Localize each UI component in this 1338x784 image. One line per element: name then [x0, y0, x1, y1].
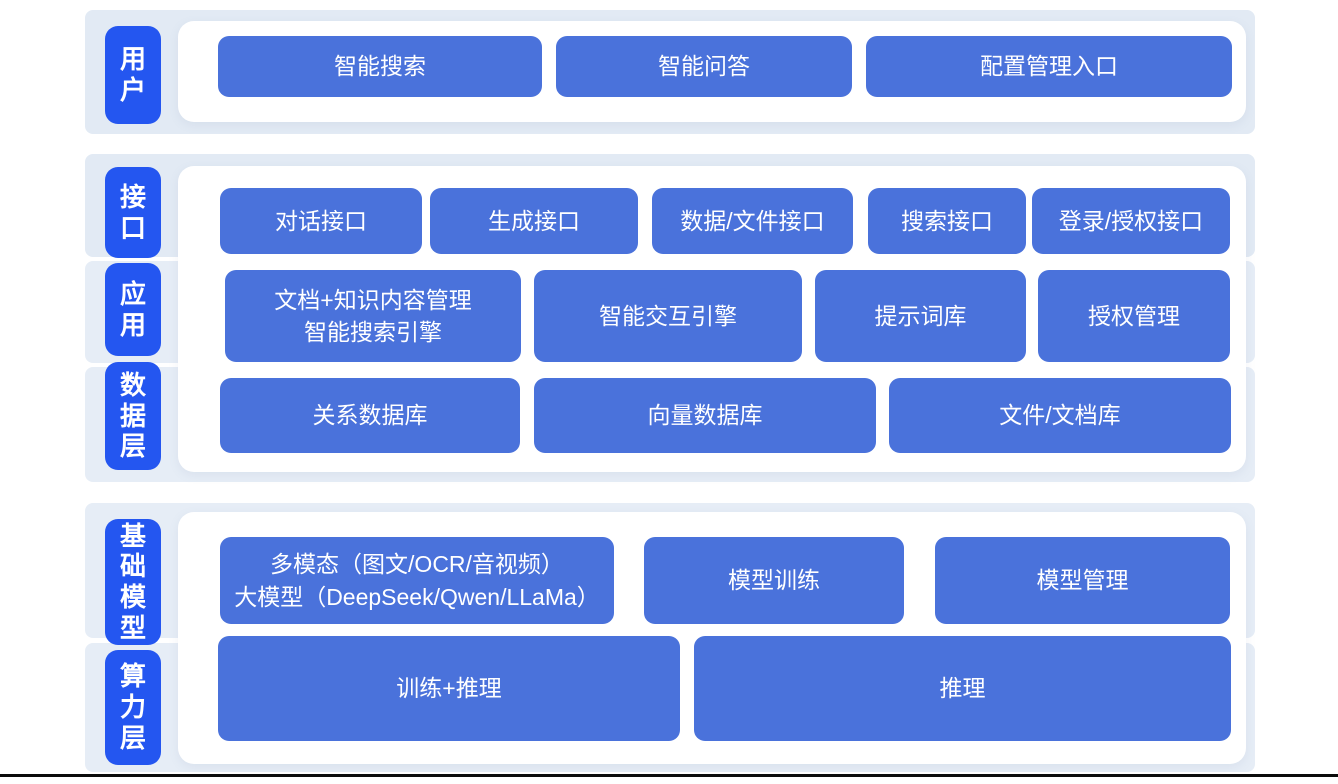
block-model-training: 模型训练: [644, 537, 904, 624]
block-generation-api: 生成接口: [430, 188, 638, 254]
block-inference: 推理: [694, 636, 1231, 741]
block-multimodal-llm: 多模态（图文/OCR/音视频） 大模型（DeepSeek/Qwen/LLaMa）: [220, 537, 614, 624]
window-bottom-border: [0, 774, 1338, 777]
layer-label-data-text: 数据层: [119, 369, 146, 462]
layer-label-foundation-model: 基础模型: [105, 519, 161, 645]
layer-label-compute-text: 算力层: [119, 661, 146, 753]
block-model-management: 模型管理: [935, 537, 1230, 624]
layer-label-compute: 算力层: [105, 650, 161, 765]
block-smart-qa: 智能问答: [556, 36, 852, 97]
layer-label-application: 应用: [105, 263, 161, 356]
block-auth-management: 授权管理: [1038, 270, 1230, 362]
layer-label-user: 用户: [105, 26, 161, 124]
block-config-management-entry: 配置管理入口: [866, 36, 1232, 97]
block-data-file-api: 数据/文件接口: [652, 188, 853, 254]
layer-label-interface: 接口: [105, 167, 161, 258]
block-dialog-api: 对话接口: [220, 188, 422, 254]
layer-label-application-text: 应用: [119, 278, 146, 340]
block-interaction-engine: 智能交互引擎: [534, 270, 802, 362]
layer-label-interface-text: 接口: [119, 181, 146, 243]
layer-label-user-text: 用户: [119, 44, 146, 105]
block-prompt-library: 提示词库: [815, 270, 1026, 362]
layer-label-data: 数据层: [105, 362, 161, 470]
layer-label-foundation-model-text: 基础模型: [119, 520, 146, 643]
block-relational-db: 关系数据库: [220, 378, 520, 453]
block-vector-db: 向量数据库: [534, 378, 876, 453]
block-training-inference: 训练+推理: [218, 636, 680, 741]
block-search-api: 搜索接口: [868, 188, 1026, 254]
block-file-doc-store: 文件/文档库: [889, 378, 1231, 453]
block-login-auth-api: 登录/授权接口: [1032, 188, 1230, 254]
block-smart-search: 智能搜索: [218, 36, 542, 97]
block-doc-knowledge-search-engine: 文档+知识内容管理 智能搜索引擎: [225, 270, 521, 362]
